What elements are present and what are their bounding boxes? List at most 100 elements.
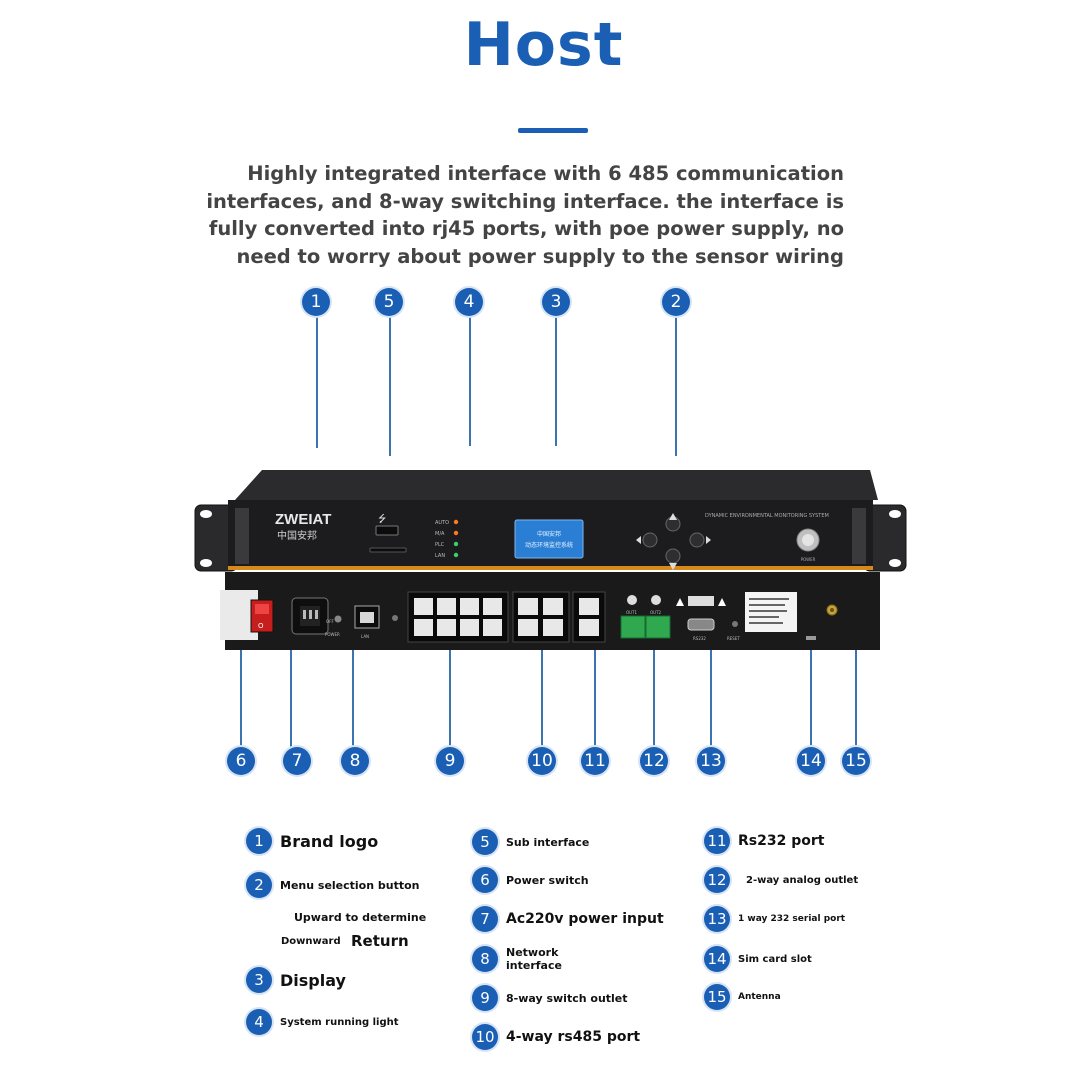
legend-label: Sub interface (506, 835, 590, 849)
description-line: fully converted into rj45 ports, with po… (208, 217, 844, 240)
description-line: interfaces, and 8-way switching interfac… (206, 189, 844, 213)
lcd-line: 动态环境监控系统 (525, 541, 573, 549)
leader-line-6 (240, 648, 242, 748)
callout-badge-12: 12 (640, 747, 668, 775)
legend-item-13: 13 1 way 232 serial port (704, 906, 845, 932)
legend-label: Rs232 port (738, 833, 825, 849)
rear-rs232-label: RS232 (693, 636, 706, 641)
legend-item-11: 11 Rs232 port (704, 828, 824, 854)
legend-badge: 7 (472, 906, 498, 932)
leader-line-14 (810, 648, 812, 748)
legend-item-12: 12 2-way analog outlet (704, 867, 858, 893)
legend-badge: 12 (704, 867, 730, 893)
legend-label: 4-way rs485 port (506, 1029, 641, 1045)
legend-badge: 10 (472, 1024, 498, 1050)
page-title: Host (463, 10, 624, 80)
legend-badge: 8 (472, 946, 498, 972)
leader-line-13 (710, 648, 712, 748)
legend-item-4: 4 System running light (246, 1009, 399, 1035)
leader-line-5 (389, 316, 391, 456)
legend-item-5: 5 Sub interface (472, 829, 589, 855)
rear-out1-label: OUT1 (626, 610, 638, 615)
legend-item-9: 9 8-way switch outlet (472, 985, 628, 1011)
legend-label: 8-way switch outlet (506, 991, 628, 1005)
legend-upward-text: Upward to determine (294, 911, 427, 924)
legend-badge: 14 (704, 946, 730, 972)
callout-badge-6: 6 (227, 747, 255, 775)
description-line: need to worry about power supply to the … (236, 244, 844, 268)
legend-label: Menu selection button (280, 878, 420, 892)
leader-line-10 (541, 648, 543, 748)
legend-item-7: 7 Ac220v power input (472, 906, 664, 932)
legend-badge: 9 (472, 985, 498, 1011)
callout-badge-7: 7 (283, 747, 311, 775)
svg-text:⭍: ⭍ (378, 513, 386, 525)
legend-item-2: 2 Menu selection button (246, 872, 420, 898)
legend-item-15: 15 Antenna (704, 984, 781, 1010)
legend-badge: 1 (246, 828, 272, 854)
legend-badge: 11 (704, 828, 730, 854)
leader-line-15 (855, 648, 857, 748)
callout-badge-15: 15 (842, 747, 870, 775)
leader-line-7 (290, 648, 292, 748)
leader-line-11 (594, 648, 596, 748)
leader-line-2 (675, 316, 677, 456)
legend-label: 2-way analog outlet (746, 874, 859, 886)
svg-text:O: O (258, 622, 264, 630)
rear-out2-label: OUT2 (650, 610, 662, 615)
callout-badge-5: 5 (375, 288, 403, 316)
callout-badge-9: 9 (436, 747, 464, 775)
indicator-label: LAN (435, 553, 445, 559)
legend-label: 1 way 232 serial port (738, 914, 846, 924)
legend-badge: 2 (246, 872, 272, 898)
callout-badge-11: 11 (581, 747, 609, 775)
legend-item-3: 3 Display (246, 967, 346, 993)
legend-badge: 4 (246, 1009, 272, 1035)
callout-badge-2: 2 (662, 288, 690, 316)
title-underline (518, 128, 588, 133)
legend-badge: 5 (472, 829, 498, 855)
panel-title: DYNAMIC ENVIRONMENTAL MONITORING SYSTEM (705, 513, 829, 519)
callout-badge-13: 13 (697, 747, 725, 775)
legend-badge: 6 (472, 867, 498, 893)
legend-label: Network interface (506, 946, 562, 972)
legend-label: System running light (280, 1016, 399, 1028)
legend-label: Brand logo (280, 831, 379, 851)
brand-subtitle: 中国安邦 (277, 529, 317, 542)
lcd-line: 中国安邦 (537, 530, 561, 538)
legend-item-10: 10 4-way rs485 port (472, 1024, 640, 1050)
indicator-label: AUTO (435, 520, 449, 526)
leader-line-1 (316, 316, 318, 448)
leader-line-4 (469, 316, 471, 446)
rear-power-label: POWER (325, 632, 340, 637)
legend-badge: 13 (704, 906, 730, 932)
legend-item-6: 6 Power switch (472, 867, 589, 893)
indicator-label: PLC (435, 542, 445, 548)
callout-badge-10: 10 (528, 747, 556, 775)
callout-badge-3: 3 (542, 288, 570, 316)
rear-lan-label: LAN (361, 634, 369, 639)
leader-line-12 (653, 648, 655, 748)
legend-downward-text: Downward (281, 936, 341, 947)
rear-reset-label: RESET (727, 636, 740, 641)
legend-item-14: 14 Sim card slot (704, 946, 812, 972)
legend-label: Antenna (738, 992, 781, 1002)
callout-badge-8: 8 (341, 747, 369, 775)
legend-return-text: Return (351, 932, 409, 950)
legend-item-8: 8 Network interface (472, 946, 562, 972)
leader-line-3 (555, 316, 557, 446)
legend-label: Ac220v power input (506, 911, 664, 927)
brand-logo: ZWEIAT (275, 511, 331, 528)
leader-line-9 (449, 648, 451, 748)
power-label: POWER (801, 557, 816, 562)
host-device-illustration: ZWEIAT 中国安邦 ⭍ AUTO M/A PLC LAN 中国安邦 动态环境… (194, 470, 907, 650)
legend-label: Display (280, 970, 346, 990)
leader-line-8 (352, 648, 354, 748)
description: Highly integrated interface with 6 485 c… (190, 160, 844, 270)
indicator-label: M/A (435, 531, 445, 537)
legend-badge: 3 (246, 967, 272, 993)
legend-label-line: interface (506, 959, 562, 972)
rear-off-label: OFF (326, 619, 334, 624)
callout-badge-14: 14 (797, 747, 825, 775)
legend-badge: 15 (704, 984, 730, 1010)
